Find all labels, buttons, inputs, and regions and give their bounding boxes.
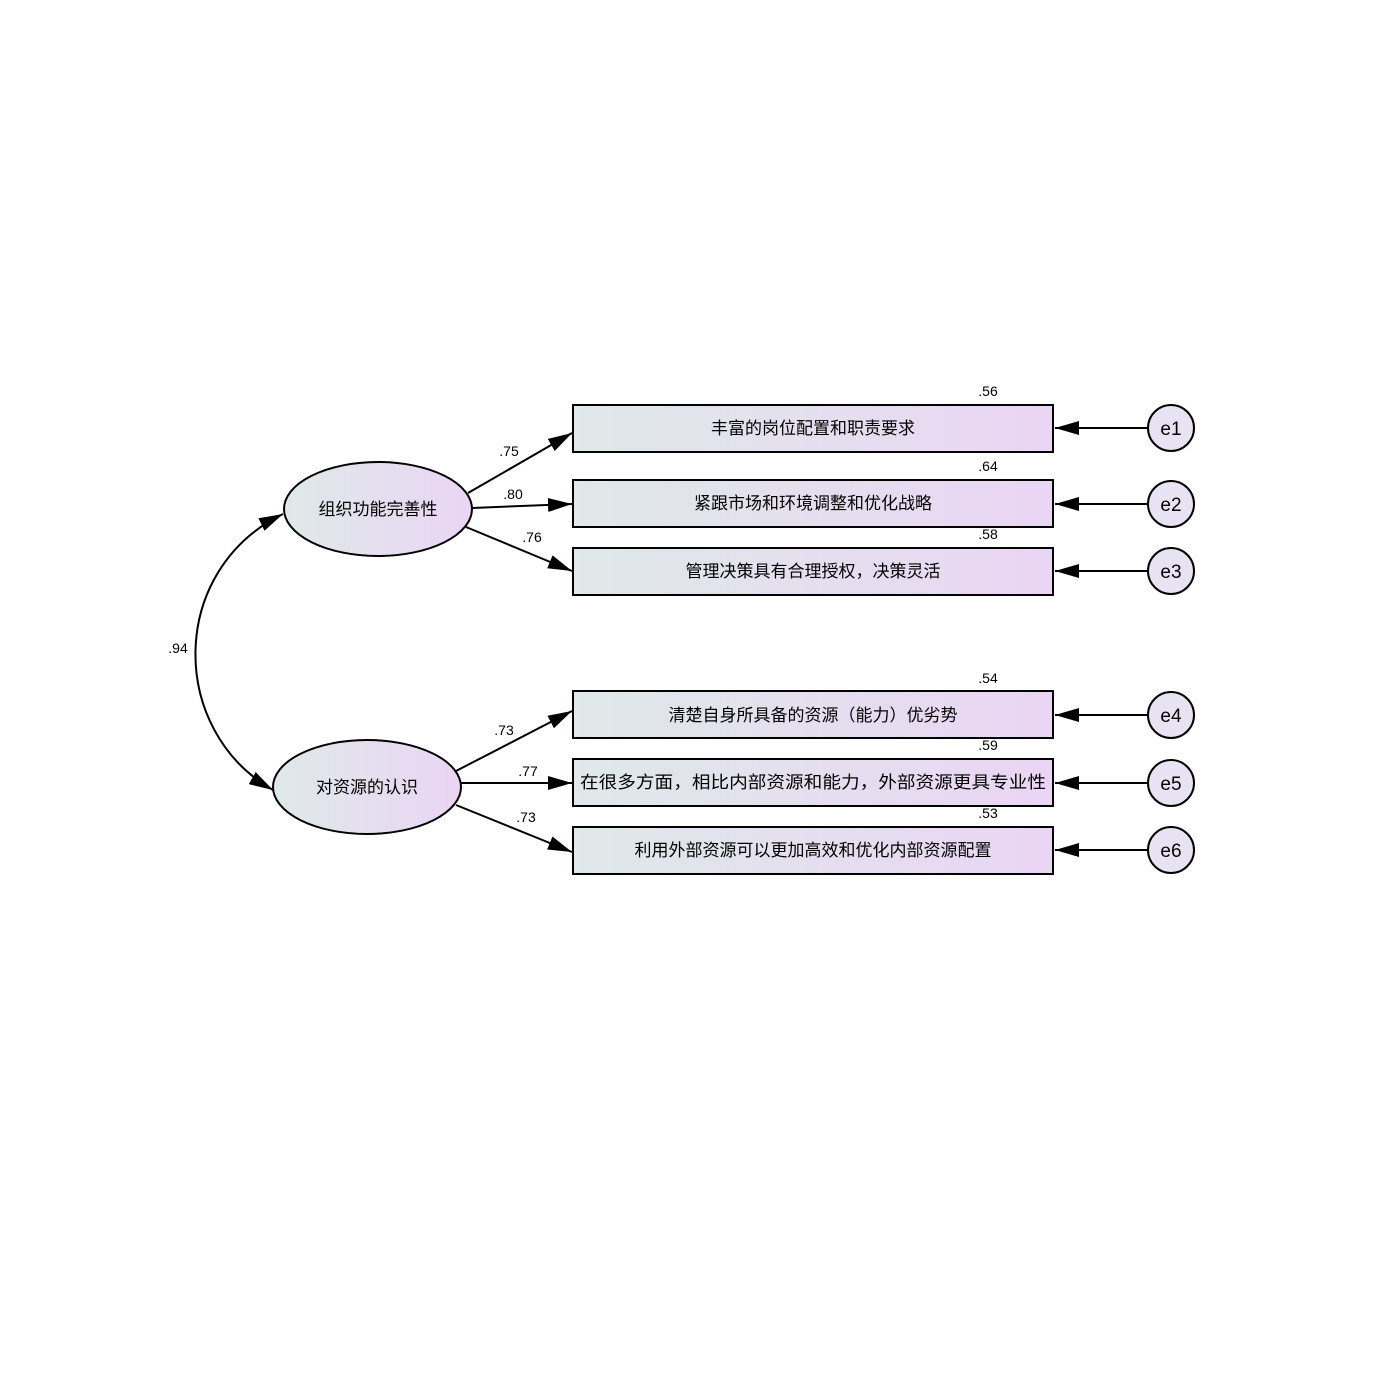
r2-label-6: .53 bbox=[978, 805, 998, 821]
indicator-label-2: 紧跟市场和环境调整和优化战略 bbox=[694, 494, 932, 513]
indicator-label-1: 丰富的岗位配置和职责要求 bbox=[711, 419, 915, 438]
loading-label-5: .77 bbox=[518, 763, 538, 779]
loading-path-6 bbox=[455, 804, 573, 853]
indicator-box-5: 在很多方面，相比内部资源和能力，外部资源更具专业性 bbox=[572, 758, 1054, 807]
error-label-3: e3 bbox=[1160, 562, 1181, 583]
error-term-6: e6 bbox=[1147, 826, 1195, 874]
error-label-6: e6 bbox=[1160, 841, 1181, 862]
loading-label-3: .76 bbox=[522, 529, 542, 545]
error-label-5: e5 bbox=[1160, 774, 1181, 795]
r2-label-1: .56 bbox=[978, 383, 998, 399]
indicator-box-4: 清楚自身所具备的资源（能力）优劣势 bbox=[572, 690, 1054, 739]
latent-label-2: 对资源的认识 bbox=[316, 778, 418, 797]
latent-factor-1: 组织功能完善性 bbox=[283, 461, 473, 557]
loading-label-6: .73 bbox=[516, 809, 536, 825]
loading-path-3 bbox=[465, 526, 573, 572]
error-label-4: e4 bbox=[1160, 706, 1182, 727]
latent-factor-2: 对资源的认识 bbox=[272, 739, 462, 835]
r2-label-3: .58 bbox=[978, 526, 998, 542]
error-term-5: e5 bbox=[1147, 759, 1195, 807]
indicator-box-6: 利用外部资源可以更加高效和优化内部资源配置 bbox=[572, 826, 1054, 875]
r2-label-5: .59 bbox=[978, 737, 998, 753]
loading-path-4 bbox=[455, 710, 573, 772]
loading-path-2 bbox=[471, 497, 573, 512]
indicator-label-3: 管理决策具有合理授权，决策灵活 bbox=[686, 562, 941, 581]
r2-label-2: .64 bbox=[978, 458, 998, 474]
error-label-2: e2 bbox=[1160, 495, 1181, 516]
latent-label-1: 组织功能完善性 bbox=[319, 500, 438, 519]
correlation-label: .94 bbox=[168, 640, 188, 656]
loading-label-1: .75 bbox=[499, 443, 519, 459]
correlation-path bbox=[194, 513, 284, 791]
indicator-box-2: 紧跟市场和环境调整和优化战略 bbox=[572, 479, 1054, 528]
error-term-1: e1 bbox=[1147, 404, 1195, 452]
loading-label-2: .80 bbox=[503, 486, 523, 502]
error-label-1: e1 bbox=[1160, 419, 1181, 440]
indicator-label-5: 在很多方面，相比内部资源和能力，外部资源更具专业性 bbox=[580, 773, 1046, 792]
error-term-2: e2 bbox=[1147, 480, 1195, 528]
error-term-4: e4 bbox=[1147, 691, 1195, 739]
indicator-box-3: 管理决策具有合理授权，决策灵活 bbox=[572, 547, 1054, 596]
loading-label-4: .73 bbox=[494, 722, 514, 738]
loading-path-1 bbox=[467, 432, 573, 494]
r2-label-4: .54 bbox=[978, 670, 998, 686]
indicator-label-6: 利用外部资源可以更加高效和优化内部资源配置 bbox=[635, 841, 992, 860]
indicator-label-4: 清楚自身所具备的资源（能力）优劣势 bbox=[669, 706, 958, 725]
error-term-3: e3 bbox=[1147, 547, 1195, 595]
indicator-box-1: 丰富的岗位配置和职责要求 bbox=[572, 404, 1054, 453]
